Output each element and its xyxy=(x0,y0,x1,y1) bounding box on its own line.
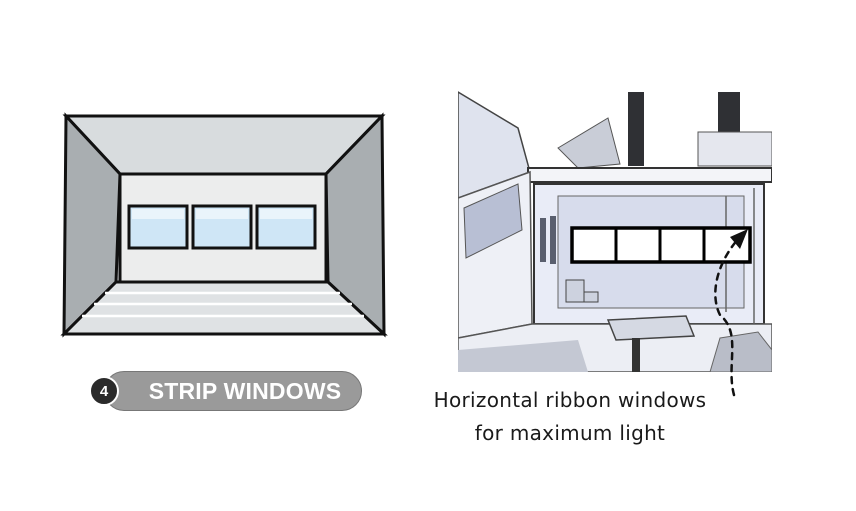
villa-interior-illustration xyxy=(458,88,772,372)
room-sketch-illustration xyxy=(60,112,388,338)
section-title: STRIP WINDOWS xyxy=(148,377,342,404)
caption-line-2: for maximum light xyxy=(474,421,666,445)
chair xyxy=(565,279,599,303)
annotation-caption: Horizontal ribbon windows for maximum li… xyxy=(410,384,730,450)
room-floor xyxy=(60,280,388,336)
shadow-ground xyxy=(458,340,588,372)
section-number-badge: 4 xyxy=(89,376,119,406)
upper-floor-frame xyxy=(527,167,772,183)
caption-line-1: Horizontal ribbon windows xyxy=(433,388,707,412)
side-windows xyxy=(540,216,556,264)
terrace-slab xyxy=(606,315,696,341)
roof-railing xyxy=(697,131,772,167)
section-label-pill: STRIP WINDOWS xyxy=(104,371,362,411)
dashed-arrow-icon xyxy=(714,229,748,397)
roof-garden xyxy=(557,117,621,169)
floor-lines xyxy=(82,291,364,318)
support-column xyxy=(632,338,640,372)
plant xyxy=(709,331,772,372)
left-glazing xyxy=(463,183,523,259)
window-glare xyxy=(132,209,312,219)
chimney-left xyxy=(628,92,644,166)
ribbon-window xyxy=(570,226,752,264)
